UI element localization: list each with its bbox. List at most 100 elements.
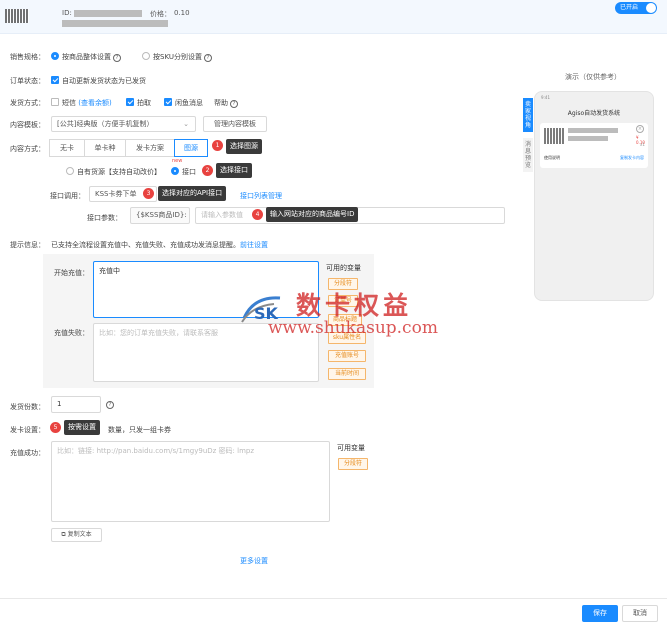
fail-textarea[interactable]: 比如：您的订单充值失败，请联系客服 (93, 323, 319, 382)
template-value: [公共]经典版（方便手机复制） (57, 120, 154, 128)
var-btn-account[interactable]: 充值账号 (328, 350, 366, 362)
help-label: 帮助 (214, 99, 228, 107)
phone-thumb (544, 128, 564, 144)
var-btn-time[interactable]: 当前时间 (328, 368, 366, 380)
step-3-tip: 选择对应的API接口 (158, 186, 227, 201)
enable-toggle[interactable]: 已开启 (615, 2, 657, 14)
idle-label: 闲鱼消息 (175, 99, 203, 107)
phone-app-title: Agiso自动发货系统 (567, 110, 621, 117)
stock-opt-whole[interactable]: 按商品整体设置? (51, 52, 121, 62)
source-own-label: 自有货源【支持自动改价】 (77, 168, 161, 176)
var-btn-segment[interactable]: 分段符 (328, 278, 358, 290)
product-header: ID: 价格： 0.10 已开启 (0, 0, 667, 34)
new-badge: new (172, 158, 183, 164)
sms-label: 短信 (62, 99, 76, 107)
id-label: ID: (62, 9, 72, 17)
var-btn-sku[interactable]: sku属性名 (328, 332, 366, 344)
step-5-tip: 按需设置 (64, 420, 100, 435)
radio-icon (142, 52, 150, 60)
chevron-down-icon: ⌄ (183, 120, 189, 128)
save-button[interactable]: 保存 (582, 605, 618, 622)
tip-label: 提示信息： (10, 241, 45, 249)
checkbox-icon (51, 76, 59, 84)
stock-opt-sku[interactable]: 按SKU分别设置? (142, 52, 212, 62)
checkbox-icon (164, 98, 172, 106)
success-variables-title: 可用变量 (337, 444, 365, 452)
step-2-tip: 选择接口 (216, 163, 252, 178)
close-icon: × (636, 125, 644, 133)
radio-icon (171, 167, 179, 175)
source-api[interactable]: 接口 (171, 167, 196, 177)
stock-opt-sku-label: 按SKU分别设置 (153, 53, 202, 61)
success-var-segment[interactable]: 分段符 (338, 458, 368, 470)
card-setting-text: 数量，只发一组卡券 (108, 426, 171, 434)
step-3-badge: 3 (143, 188, 154, 199)
phone-copy-label: 使用说明 (544, 155, 560, 160)
content-label: 内容方式： (10, 145, 45, 153)
copy-text-button[interactable]: ⧉ 复制文本 (51, 528, 102, 542)
watermark-logo: SK (240, 292, 284, 328)
card-setting-label: 发卡设置： (10, 426, 45, 434)
variables-title: 可用的变量 (326, 264, 361, 272)
start-textarea[interactable]: 充值中 (93, 261, 319, 318)
phone-qty: x1 (640, 142, 645, 147)
phone-preview: 9:41 Agiso自动发货系统 ¥ 0.10 x1 × 使用说明 复制发卡内容 (534, 91, 654, 301)
step-1-badge: 1 (212, 140, 223, 151)
fail-label: 充值失败： (54, 329, 89, 337)
checkbox-icon (126, 98, 134, 106)
help-icon[interactable]: ? (106, 401, 114, 409)
more-settings-link[interactable]: 更多设置 (240, 557, 268, 565)
delivery-help[interactable]: 帮助? (214, 98, 238, 108)
preview-tab-seller[interactable]: 卖家视角 (523, 98, 533, 132)
preview-title: 演示（仅供参考） (565, 73, 621, 81)
content-seg-source[interactable]: 图源 (174, 139, 208, 157)
auto-ship-label: 自动更新发货状态为已发货 (62, 77, 146, 85)
stock-opt-whole-label: 按商品整体设置 (62, 53, 111, 61)
api-select[interactable]: KSS卡券下单 (89, 186, 157, 202)
watermark-logo-text: SK (254, 304, 278, 323)
radio-icon (51, 52, 59, 60)
count-input[interactable]: 1 (51, 396, 101, 413)
help-icon[interactable]: ? (113, 54, 121, 62)
success-textarea[interactable]: 比如：链接: http://pan.baidu.com/s/1mgy9uDz 密… (51, 441, 330, 522)
checkbox-icon (51, 98, 59, 106)
sms-balance-link[interactable]: (查看余额) (78, 99, 112, 107)
delivery-label: 发货方式： (10, 99, 45, 107)
step-1-tip: 选择图源 (226, 139, 262, 154)
radio-icon (66, 167, 74, 175)
template-select[interactable]: [公共]经典版（方便手机复制） ⌄ (51, 116, 196, 132)
step-4-tip: 输入网站对应的商品编号ID (266, 207, 359, 222)
price-label: 价格： (150, 10, 171, 18)
delivery-pick[interactable]: 拍取 (126, 98, 151, 108)
success-label: 充值成功： (10, 449, 45, 457)
content-seg-plan[interactable]: 发卡方案 (125, 139, 175, 157)
delivery-sms[interactable]: 短信 (查看余额) (51, 98, 112, 108)
phone-title-redact (568, 128, 618, 133)
manage-template-button[interactable]: 管理内容模板 (203, 116, 267, 132)
help-icon[interactable]: ? (203, 54, 212, 62)
phone-copy-link: 复制发卡内容 (620, 155, 644, 160)
count-label: 发货份数： (10, 403, 45, 411)
stock-label: 销售规格： (10, 53, 45, 61)
delivery-idle[interactable]: 闲鱼消息 (164, 98, 203, 108)
var-btn-order[interactable]: 订单号 (328, 295, 358, 307)
source-own[interactable]: 自有货源【支持自动改价】 (66, 167, 161, 177)
api-list-link[interactable]: 接口列表管理 (240, 192, 282, 200)
content-seg-single[interactable]: 单卡种 (84, 139, 126, 157)
cancel-button[interactable]: 取消 (622, 605, 658, 622)
template-label: 内容模板： (10, 121, 45, 129)
preview-tab-message[interactable]: 消息预览 (523, 138, 533, 172)
content-seg-none[interactable]: 无卡 (49, 139, 85, 157)
param-key: {$KSS商品ID}: (130, 207, 190, 224)
tip-settings-link[interactable]: 前往设置 (240, 241, 268, 249)
product-thumbnail (5, 9, 29, 23)
price-value: 0.10 (174, 9, 190, 17)
var-btn-title[interactable]: 商品标题 (328, 314, 362, 326)
api-value: KSS卡券下单 (95, 190, 137, 198)
auto-ship-checkbox[interactable]: 自动更新发货状态为已发货 (51, 76, 146, 86)
toggle-knob (646, 3, 656, 13)
tip-text: 已支持全流程设置充值中、充值失败、充值成功发消息提醒。前往设置 (51, 240, 268, 250)
params-label: 接口参数： (87, 214, 122, 222)
tip-text-content: 已支持全流程设置充值中、充值失败、充值成功发消息提醒。 (51, 241, 240, 249)
product-id-redacted (74, 10, 142, 17)
